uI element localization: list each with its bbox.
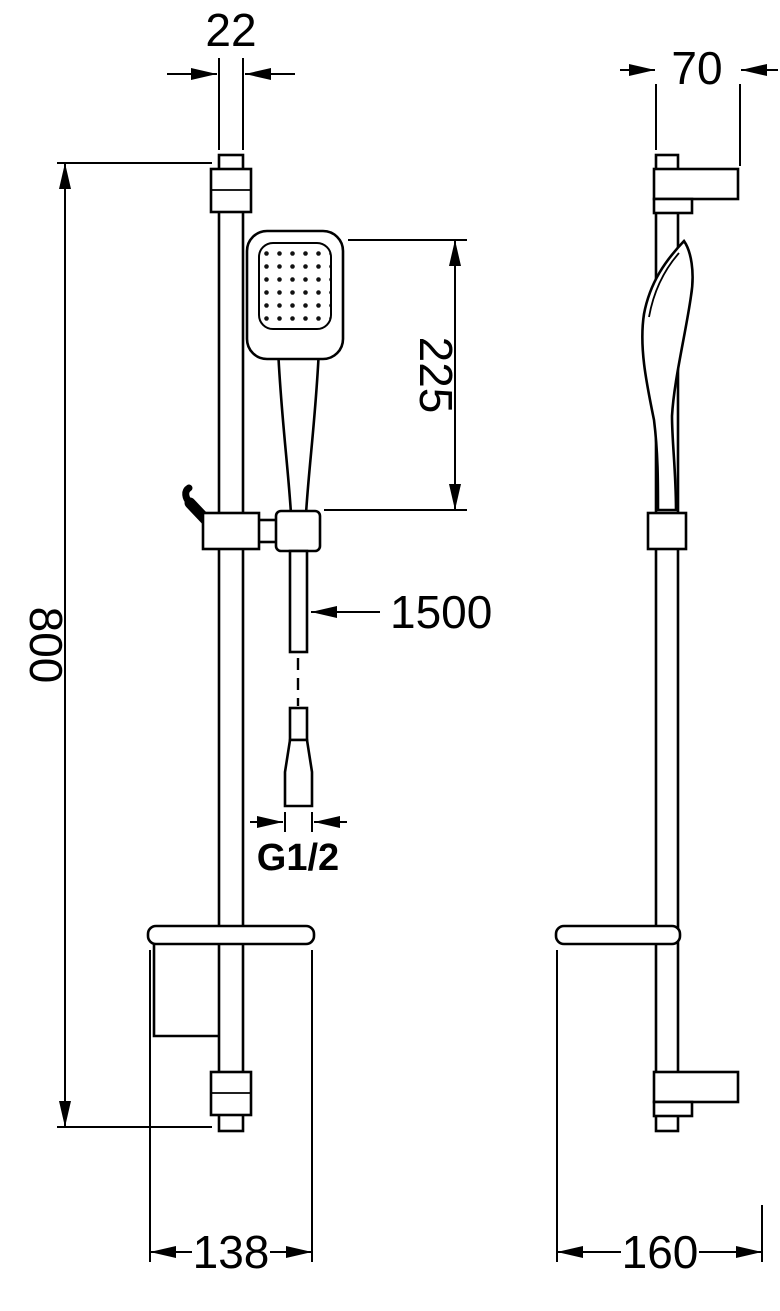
bracket-depth-label: 70 xyxy=(671,42,722,94)
front-slider xyxy=(201,509,322,553)
dimension-front-base-width: 138 xyxy=(149,950,313,1278)
dimension-side-base-depth: 160 xyxy=(556,950,763,1278)
hand-shower-handle xyxy=(276,346,321,516)
front-tray-bracket xyxy=(152,944,219,1038)
side-bottom-bracket xyxy=(652,1070,740,1118)
dimensions: 22 70 225 800 1500 xyxy=(20,4,778,1278)
front-rail xyxy=(217,153,245,1133)
side-slider xyxy=(646,511,688,551)
thread-size-label: G1/2 xyxy=(257,837,339,879)
dimension-bracket-depth: 70 xyxy=(620,42,778,166)
side-profile-inner-line xyxy=(648,252,680,318)
dimension-hose-length: 1500 xyxy=(311,586,492,638)
hand-shower-length-label: 225 xyxy=(410,337,462,414)
hose-upper xyxy=(288,549,309,654)
side-hand-shower-profile xyxy=(641,238,694,512)
side-view xyxy=(554,153,740,1133)
front-view xyxy=(146,153,345,1133)
side-top-bracket xyxy=(652,167,740,215)
side-soap-tray xyxy=(554,924,682,946)
rail-diameter-label: 22 xyxy=(205,4,256,56)
dimension-hand-shower-length: 225 xyxy=(324,239,467,511)
hose-connector xyxy=(283,706,314,808)
rail-length-label: 800 xyxy=(20,607,72,684)
dimension-rail-length: 800 xyxy=(20,162,212,1128)
dimension-rail-diameter: 22 xyxy=(167,4,295,150)
handle-holder xyxy=(274,509,322,553)
front-bottom-bracket xyxy=(209,1070,253,1117)
hose-length-label: 1500 xyxy=(390,586,492,638)
spray-face xyxy=(258,242,332,330)
side-base-depth-label: 160 xyxy=(622,1226,699,1278)
front-top-bracket xyxy=(209,167,253,214)
hose-nut xyxy=(283,738,314,808)
hand-shower-head xyxy=(245,229,345,361)
dimension-thread-size: G1/2 xyxy=(250,812,347,879)
front-base-width-label: 138 xyxy=(193,1226,270,1278)
front-soap-tray xyxy=(146,924,316,1038)
